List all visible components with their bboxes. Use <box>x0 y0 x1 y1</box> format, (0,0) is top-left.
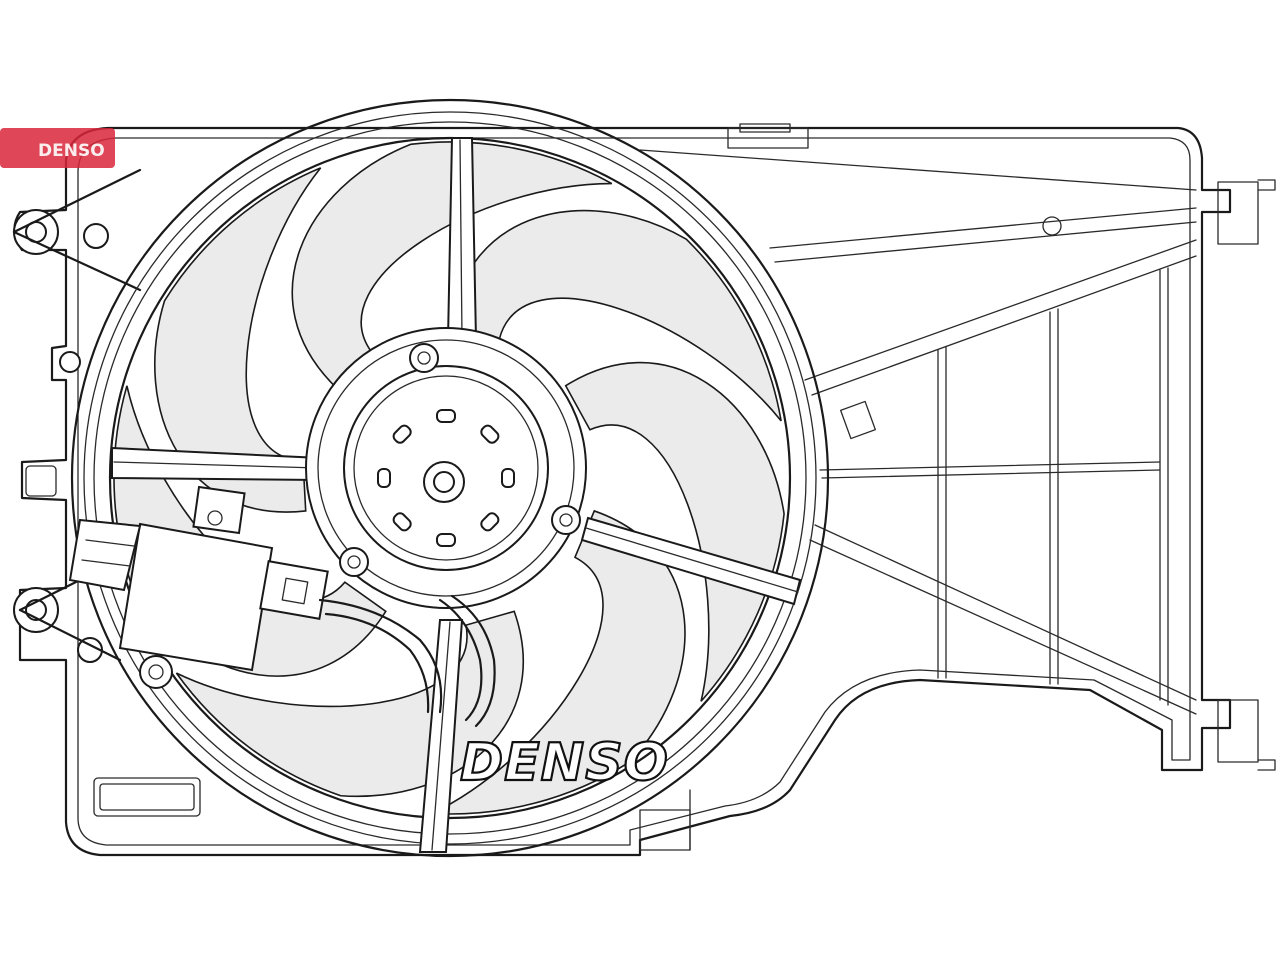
hub-bolt <box>339 547 369 577</box>
hub-bolt <box>551 505 581 535</box>
mounting-lugs <box>12 168 142 663</box>
hub-vent-hole <box>480 424 500 444</box>
hub-vent-hole <box>436 409 456 423</box>
fan-blade <box>291 141 613 387</box>
hub-vent-hole <box>436 533 456 547</box>
hub-bolt <box>409 343 439 373</box>
hub-vent-hole <box>480 512 500 532</box>
fan-spokes <box>111 137 802 853</box>
brand-label: DENSO <box>460 733 669 793</box>
hub-vent-hole <box>501 468 515 488</box>
wire-harness <box>318 594 496 728</box>
watermark-text: DENSO <box>38 141 105 161</box>
motor-hub <box>305 327 587 609</box>
fan-blade <box>564 361 785 702</box>
hub-vent-hole <box>392 512 412 532</box>
hub-vent-hole <box>377 468 391 488</box>
fan-ring <box>70 98 830 858</box>
hub-vent-hole <box>392 424 412 444</box>
watermark-logo: DENSO <box>0 128 115 168</box>
resistor-module <box>68 485 329 689</box>
fan-blade <box>449 209 782 422</box>
fan-blade <box>431 509 686 815</box>
hub-vent-holes <box>377 409 515 547</box>
